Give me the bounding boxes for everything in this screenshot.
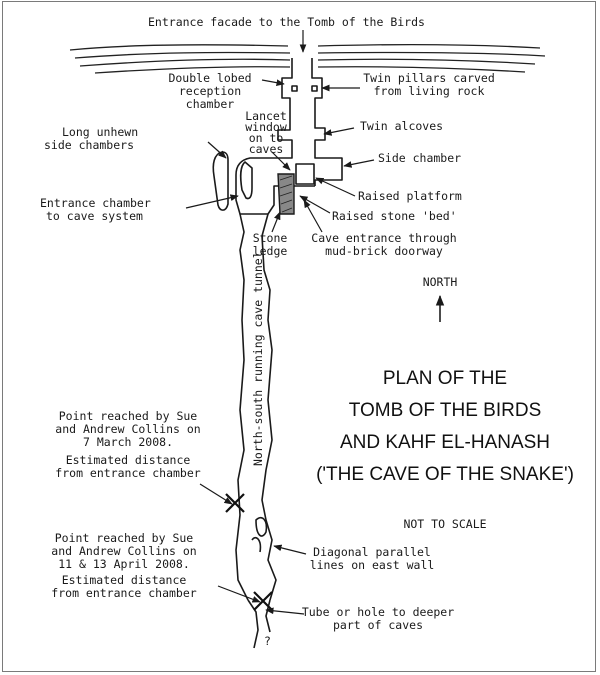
raised-platform-shape: [295, 163, 315, 185]
label-side-chamber: Side chamber: [378, 151, 461, 165]
title-line-4: ('THE CAVE OF THE SNAKE'): [316, 464, 574, 485]
leader-arrows: [185, 30, 445, 615]
label-estimate2-2: from entrance chamber: [51, 586, 196, 600]
title-block: PLAN OF THE TOMB OF THE BIRDS AND KAHF E…: [316, 368, 574, 531]
title-line-3: AND KAHF EL-HANASH: [340, 432, 550, 453]
label-estimate2-1: Estimated distance: [62, 573, 187, 587]
label-double-lobed-3: chamber: [186, 97, 235, 111]
label-diagonal-1: Diagonal parallel: [313, 545, 431, 559]
label-twin-alcoves: Twin alcoves: [360, 119, 443, 133]
label-twin-pillars-2: from living rock: [374, 84, 485, 98]
label-estimate1-1: Estimated distance: [66, 453, 191, 467]
label-estimate1-2: from entrance chamber: [55, 466, 200, 480]
label-point2-1: Point reached by Sue: [55, 531, 194, 545]
label-tunnel: North-south running cave tunnel: [251, 251, 265, 466]
tomb-structure: [212, 58, 343, 215]
label-stone-ledge-2: ledge: [253, 244, 288, 258]
label-point2-3: 11 & 13 April 2008.: [58, 557, 190, 571]
cliff-strata: [69, 44, 546, 74]
label-north: NORTH: [423, 275, 458, 289]
label-lancet-1: Lancet: [245, 109, 287, 123]
label-stone-ledge-1: Stone: [253, 231, 288, 245]
label-double-lobed-1: Double lobed: [168, 71, 251, 85]
annotation-labels: Entrance facade to the Tomb of the Birds…: [40, 15, 495, 632]
label-entrance-chamber-2: to cave system: [46, 209, 143, 223]
label-double-lobed-2: reception: [179, 84, 241, 98]
question-mark: ?: [264, 634, 271, 648]
side-chamber-west-1: [212, 151, 229, 211]
label-tube-1: Tube or hole to deeper: [302, 605, 454, 619]
label-lancet-4: caves: [249, 142, 284, 156]
label-entrance-chamber-1: Entrance chamber: [40, 196, 151, 210]
label-raised-stone-bed: Raised stone 'bed': [332, 209, 457, 223]
cave-tunnel: ?: [225, 213, 277, 649]
pillar-east: [311, 85, 318, 92]
pillar-west: [291, 85, 298, 92]
label-raised-platform: Raised platform: [358, 189, 462, 203]
label-point1-3: 7 March 2008.: [83, 435, 173, 449]
label-long-unhewn-1: Long unhewn: [62, 125, 138, 139]
scale-note: NOT TO SCALE: [403, 517, 486, 531]
label-tube-2: part of caves: [333, 618, 423, 632]
label-cave-entrance-1: Cave entrance through: [311, 231, 456, 245]
label-entrance-facade: Entrance facade to the Tomb of the Birds: [148, 15, 425, 29]
label-long-unhewn-2: side chambers: [44, 138, 134, 152]
title-line-2: TOMB OF THE BIRDS: [349, 400, 542, 421]
label-point1-1: Point reached by Sue: [59, 409, 198, 423]
side-chamber-west-2: [239, 161, 253, 200]
label-point2-2: and Andrew Collins on: [51, 544, 196, 558]
label-lancet-3: on to: [249, 131, 284, 145]
label-diagonal-2: lines on east wall: [310, 558, 435, 572]
title-line-1: PLAN OF THE: [383, 368, 507, 389]
label-point1-2: and Andrew Collins on: [55, 422, 200, 436]
label-cave-entrance-2: mud-brick doorway: [325, 244, 443, 258]
label-lancet-2: window: [245, 120, 287, 134]
label-twin-pillars-1: Twin pillars carved: [363, 71, 495, 85]
